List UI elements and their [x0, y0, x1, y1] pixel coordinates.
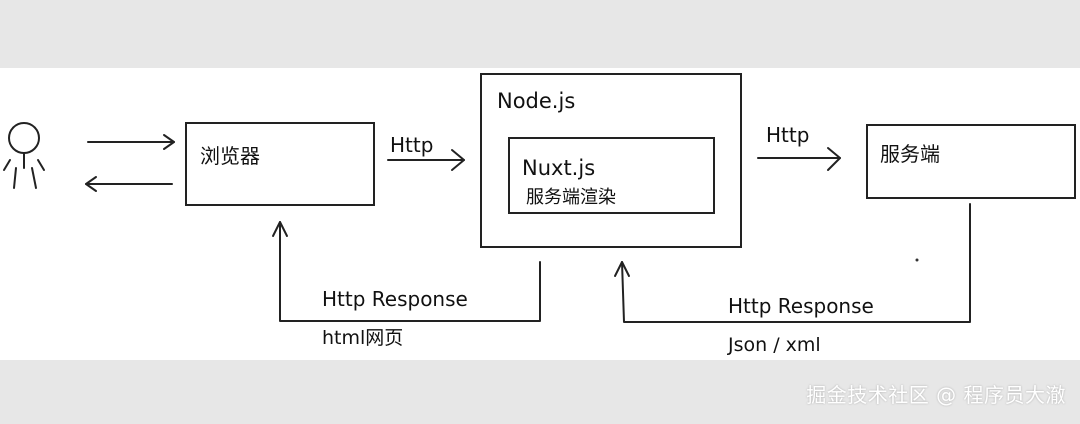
http-label-right: Http — [766, 123, 810, 147]
nuxtjs-label: Nuxt.js — [522, 156, 596, 180]
response-arrow-server-to-node — [614, 203, 971, 323]
server-box — [866, 124, 1076, 199]
nuxtjs-box — [508, 137, 715, 214]
browser-label: 浏览器 — [200, 144, 260, 168]
ssr-label: 服务端渲染 — [526, 187, 616, 208]
user-icon — [3, 122, 45, 189]
http-label-left: Http — [390, 133, 434, 157]
response-arrow-node-to-browser — [272, 221, 541, 322]
request-arrow-user-to-browser — [87, 134, 175, 150]
response-type-left: html网页 — [322, 327, 404, 349]
watermark: 掘金技术社区 @ 程序员大澈 — [806, 383, 1066, 407]
server-label: 服务端 — [880, 142, 940, 166]
browser-box — [185, 122, 375, 206]
nodejs-label: Node.js — [497, 89, 576, 113]
response-label-left: Http Response — [322, 287, 468, 311]
http-arrow-node-to-server — [757, 147, 841, 171]
nodejs-box — [480, 73, 742, 248]
response-arrow-browser-to-user — [85, 176, 173, 192]
http-arrow-browser-to-node — [387, 149, 465, 171]
response-label-right: Http Response — [728, 294, 874, 318]
response-type-right: Json / xml — [728, 334, 821, 356]
